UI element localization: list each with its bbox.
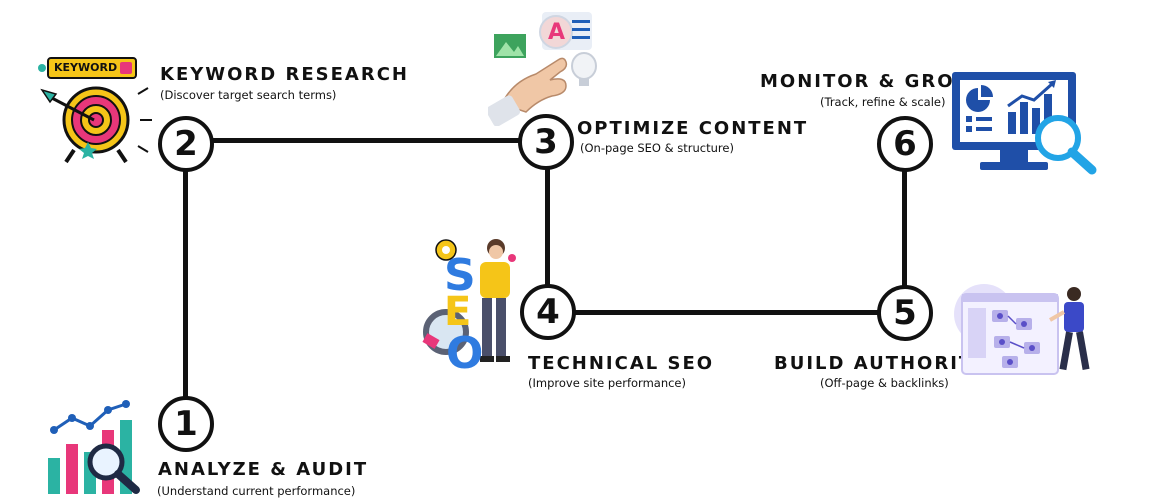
step-5-title: BUILD AUTHORITY	[774, 353, 989, 374]
keyword-target-illustration: KEYWORD	[34, 54, 154, 166]
step-2-circle: 2	[158, 116, 214, 172]
backlinks-person-icon	[954, 284, 1090, 375]
step-5-circle: 5	[877, 285, 933, 341]
monitor-dashboard-icon	[952, 72, 1097, 175]
step-1-circle: 1	[158, 396, 214, 452]
step-6-subtitle: (Track, refine & scale)	[820, 95, 946, 109]
step-3-title: OPTIMIZE CONTENT	[577, 118, 809, 139]
step-3-circle: 3	[518, 114, 574, 170]
content-editing-illustration: A	[488, 8, 608, 126]
analytics-chart-magnifier-icon	[48, 400, 140, 494]
step-4-title: TECHNICAL SEO	[528, 353, 715, 374]
step-5-subtitle: (Off-page & backlinks)	[820, 376, 949, 390]
seo-person-gear-icon	[422, 239, 516, 362]
step-6-circle: 6	[877, 116, 933, 172]
step-2-title: KEYWORD RESEARCH	[160, 64, 409, 85]
step-4-subtitle: (Improve site performance)	[528, 376, 686, 390]
step-6-title: MONITOR & GROW	[760, 71, 977, 92]
technical-seo-illustration: S E O	[418, 236, 522, 392]
connector-2-3	[186, 138, 548, 143]
step-1-title: ANALYZE & AUDIT	[158, 459, 369, 480]
content-editing-hand-icon	[488, 12, 597, 126]
seo-letter-s: S	[444, 250, 476, 301]
step-4-circle: 4	[520, 284, 576, 340]
connector-4-5	[547, 310, 905, 315]
editor-letter: A	[548, 20, 566, 45]
step-2-subtitle: (Discover target search terms)	[160, 88, 337, 102]
seo-letter-o: O	[446, 328, 484, 379]
connector-3-4	[545, 142, 550, 312]
keyword-tag-label: KEYWORD	[54, 61, 118, 74]
seo-letter-e: E	[444, 289, 472, 335]
connector-5-6	[902, 145, 907, 313]
keyword-target-icon	[38, 57, 152, 164]
connector-1-2	[183, 145, 188, 425]
step-1-subtitle: (Understand current performance)	[157, 484, 356, 498]
step-3-subtitle: (On-page SEO & structure)	[580, 141, 734, 155]
